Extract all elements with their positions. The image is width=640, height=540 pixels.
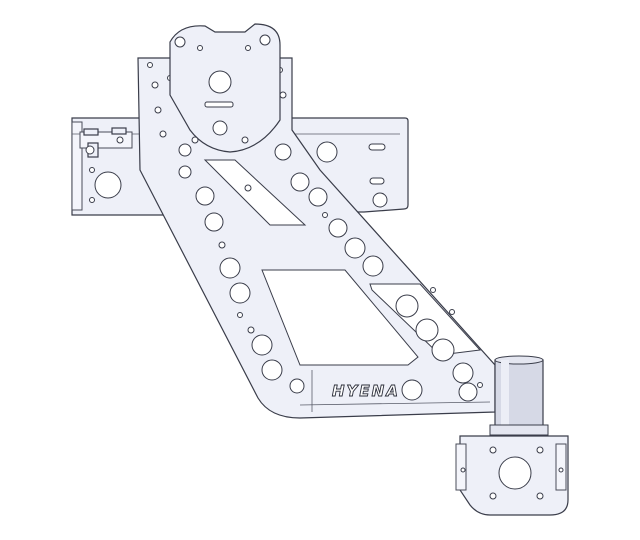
logo-text: HYENA: [332, 382, 400, 400]
top-mount-plate: [169, 23, 281, 153]
hyena-logo: HYENA: [332, 382, 400, 401]
pivot-cylinder: [489, 355, 549, 436]
clamp-bracket: [79, 127, 133, 158]
bottom-bracket: [455, 435, 569, 516]
